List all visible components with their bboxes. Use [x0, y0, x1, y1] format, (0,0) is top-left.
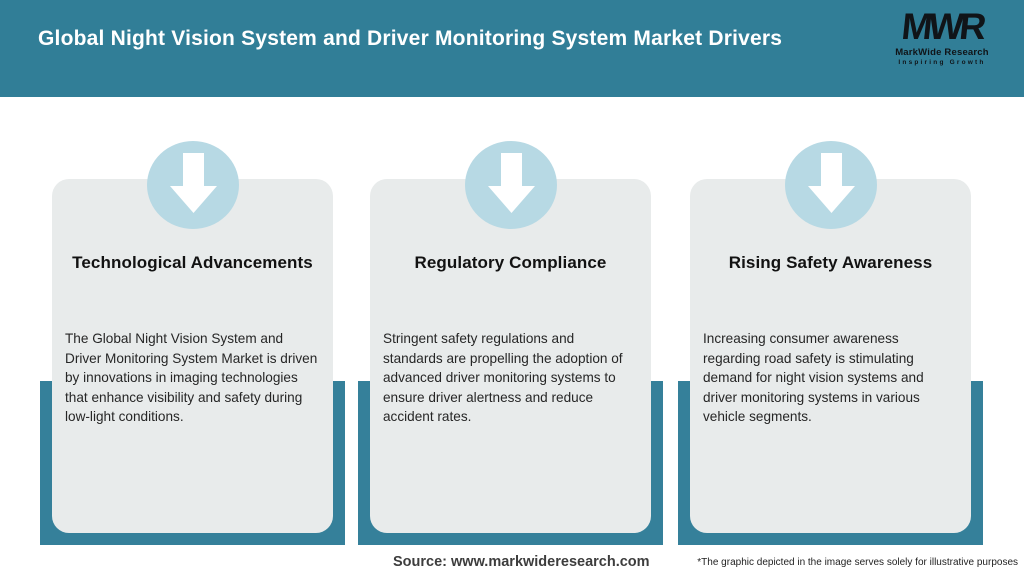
card-panel: Regulatory Compliance Stringent safety r…	[370, 179, 651, 533]
card-body-text: Increasing consumer awareness regarding …	[703, 331, 924, 425]
down-arrow-icon	[784, 141, 877, 229]
card-title: Technological Advancements	[72, 253, 313, 272]
card-body-text: Stringent safety regulations and standar…	[383, 331, 623, 425]
driver-card-regulatory-compliance: Regulatory Compliance Stringent safety r…	[358, 141, 663, 545]
disclaimer-text: *The graphic depicted in the image serve…	[697, 557, 1018, 568]
page-title: Global Night Vision System and Driver Mo…	[38, 27, 783, 50]
logo-acronym: MWR	[899, 6, 985, 47]
down-arrow-icon	[146, 141, 239, 229]
card-title: Rising Safety Awareness	[728, 253, 933, 272]
logo-company-name: MarkWide Research	[895, 47, 989, 58]
card-title: Regulatory Compliance	[414, 253, 607, 272]
card-panel: Technological Advancements The Global Ni…	[52, 179, 333, 533]
markwide-research-logo: MWR MarkWide Research Inspiring Growth	[882, 6, 1002, 66]
driver-card-rising-safety-awareness: Rising Safety Awareness Increasing consu…	[678, 141, 983, 545]
logo-tagline: Inspiring Growth	[898, 59, 986, 66]
driver-card-technological-advancements: Technological Advancements The Global Ni…	[40, 141, 345, 545]
down-arrow-icon	[464, 141, 557, 229]
header-band: Global Night Vision System and Driver Mo…	[0, 0, 1024, 97]
source-text: Source: www.markwideresearch.com	[393, 554, 650, 570]
card-body-text: The Global Night Vision System and Drive…	[65, 331, 318, 425]
card-panel: Rising Safety Awareness Increasing consu…	[690, 179, 971, 533]
